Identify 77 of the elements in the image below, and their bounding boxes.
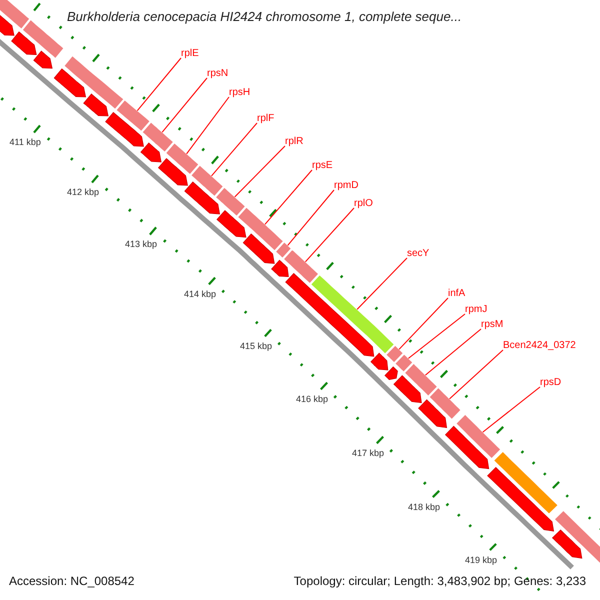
- gene-bar: [456, 414, 501, 459]
- scale-label: 419 kbp: [465, 555, 498, 566]
- gene-block: [418, 399, 448, 428]
- gene-label: rplO: [354, 198, 373, 210]
- gene-bar: [64, 55, 124, 110]
- gene-label: Bcen2424_0372: [503, 340, 576, 352]
- scale-label: 415 kbp: [240, 341, 272, 352]
- leader-line: [136, 58, 182, 112]
- gene-bar: [22, 19, 64, 59]
- scale-label: 412 kbp: [67, 187, 100, 198]
- gene-block: [487, 466, 554, 532]
- gene-label: rplE: [181, 48, 199, 60]
- gene-label: rplF: [257, 113, 274, 125]
- gene-label: secY: [407, 248, 430, 260]
- gene-block: [242, 233, 275, 264]
- gene-block: [384, 366, 398, 380]
- gene-block: [370, 352, 388, 370]
- gene-block: [54, 68, 86, 98]
- leader-line: [162, 78, 208, 133]
- genome-stats-text: Topology: circular; Length: 3,483,902 bp; Genes: 3,233: [294, 574, 586, 588]
- accession-text: Accession: NC_008542: [9, 574, 134, 588]
- scale-label: 417 kbp: [352, 448, 384, 459]
- gene-block: [105, 112, 144, 147]
- scale-label: 411 kbp: [10, 137, 41, 148]
- gene-block: [158, 158, 188, 186]
- gene-bar: [116, 100, 150, 132]
- gene-bar: [404, 363, 438, 396]
- gene-block: [216, 210, 246, 238]
- leader-line: [186, 96, 230, 154]
- gene-bar: [0, 0, 30, 30]
- gene-bar: [283, 249, 319, 284]
- leader-line: [264, 170, 312, 225]
- gene-bar: [394, 354, 414, 372]
- leader-line: [234, 146, 286, 198]
- gene-bar: [215, 187, 246, 216]
- leader-line: [356, 258, 408, 310]
- gene-label: rpsH: [229, 87, 250, 99]
- scale-label: 418 kbp: [408, 502, 440, 513]
- gene-bar: [493, 451, 558, 514]
- scale-label: 413 kbp: [125, 239, 158, 250]
- leader-line: [304, 208, 354, 262]
- leader-line: [449, 350, 504, 400]
- gene-label: rpmJ: [465, 304, 488, 316]
- gene-block: [140, 142, 162, 162]
- gene-bar: [142, 122, 174, 152]
- scale-label: 416 kbp: [296, 394, 328, 405]
- leader-line: [424, 328, 482, 376]
- leader-line: [287, 190, 334, 246]
- gene-bar: [386, 345, 404, 363]
- gene-bar: [310, 274, 395, 354]
- gene-bar: [275, 242, 292, 258]
- gene-label: rplR: [285, 136, 304, 148]
- leader-line: [211, 122, 258, 176]
- leader-line: [482, 386, 540, 433]
- title: Burkholderia cenocepacia HI2424 chromosome 1, complete seque...: [67, 9, 462, 24]
- gene-bar: [428, 387, 462, 420]
- gene-block: [552, 529, 582, 559]
- gene-label: rpsE: [312, 160, 333, 172]
- gene-block: [271, 260, 289, 278]
- leader-line: [398, 298, 448, 350]
- gene-bar: [237, 206, 284, 252]
- gene-bar: [190, 164, 224, 197]
- gene-block: [285, 272, 374, 357]
- gene-label: rpsM: [481, 319, 504, 331]
- gene-label: infA: [448, 288, 466, 300]
- gene-label: rpmD: [334, 180, 358, 192]
- gene-block: [393, 375, 422, 404]
- gene-block: [184, 181, 220, 214]
- gene-block: [83, 93, 109, 116]
- gene-block: [444, 426, 490, 470]
- leader-line: [408, 314, 466, 359]
- gene-block: [11, 31, 37, 56]
- gene-bar: [165, 142, 200, 175]
- gene-label: rpsD: [540, 377, 562, 389]
- gene-label: rpsN: [207, 68, 228, 80]
- scale-label: 414 kbp: [184, 289, 216, 300]
- gene-block: [33, 50, 53, 69]
